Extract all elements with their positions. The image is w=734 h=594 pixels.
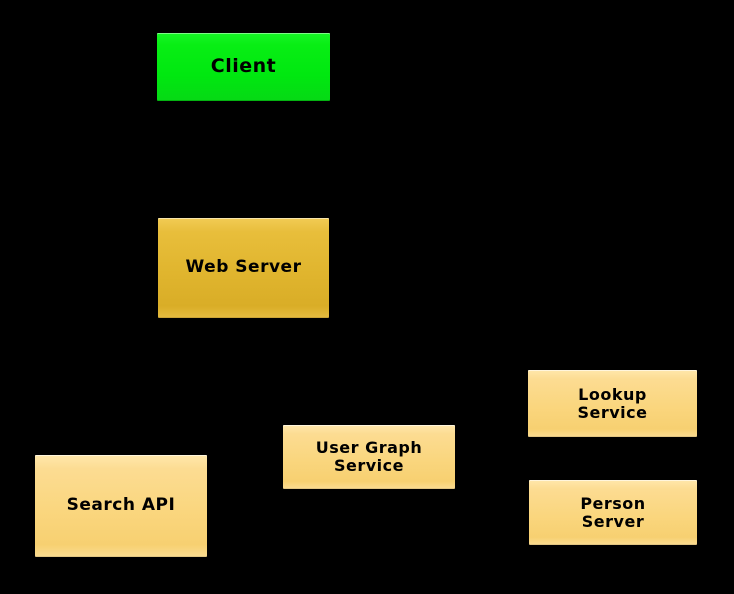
node-label-search-api: Search API xyxy=(66,495,176,516)
node-label-web-server: Web Server xyxy=(185,257,302,278)
node-label-lookup-service: Lookup Service xyxy=(577,384,648,422)
diagram-node-web-server[interactable]: Web Server xyxy=(158,218,329,318)
node-label-user-graph-service: User Graph Service xyxy=(315,438,423,475)
diagram-node-person-server[interactable]: Person Server xyxy=(529,480,697,545)
diagram-node-user-graph-service[interactable]: User Graph Service xyxy=(283,425,455,489)
diagram-node-lookup-service[interactable]: Lookup Service xyxy=(528,370,697,437)
diagram-node-search-api[interactable]: Search API xyxy=(35,455,207,557)
node-label-client: Client xyxy=(210,55,277,78)
diagram-node-client[interactable]: Client xyxy=(157,33,330,101)
node-label-person-server: Person Server xyxy=(580,493,646,531)
